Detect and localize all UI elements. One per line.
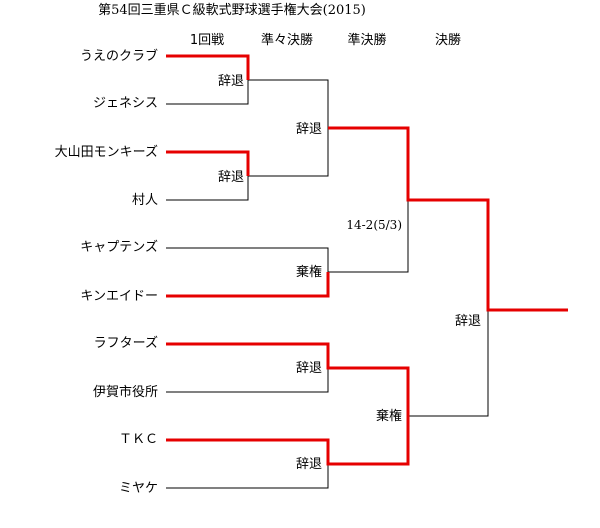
round-header-sf: 準決勝 <box>347 32 386 48</box>
winner-line-uenoclub-r1 <box>166 54 250 80</box>
winner-line-oyamada <box>166 150 250 176</box>
team-name: ミヤケ <box>119 481 158 496</box>
team-name: キンエイドー <box>80 289 158 304</box>
result-label: 辞退 <box>296 457 322 472</box>
bracket-line-miyake <box>166 464 329 489</box>
result-label: 棄権 <box>296 264 322 280</box>
winner-line-tkc <box>166 416 410 466</box>
team-name: ラフターズ <box>94 335 158 351</box>
team-name: ジェネシス <box>93 96 158 111</box>
winner-line-champion-path <box>328 126 568 312</box>
bracket-line-iga <box>166 368 329 393</box>
result-label: 棄権 <box>376 408 402 424</box>
bracket-line-captains <box>166 247 329 272</box>
bracket-line-qf1-bottom <box>248 128 329 177</box>
round-header-qf: 準々決勝 <box>261 32 313 48</box>
winner-line-kineido <box>166 272 330 298</box>
result-label: 辞退 <box>296 361 322 376</box>
bracket-line-genesis <box>166 80 249 105</box>
team-name: 村人 <box>132 193 158 208</box>
result-label: 辞退 <box>455 314 481 329</box>
bracket-line-sf1-bottom <box>328 200 409 273</box>
result-label: 辞退 <box>218 74 244 89</box>
bracket-line-murabito <box>166 176 249 201</box>
result-label: 辞退 <box>218 170 244 185</box>
bracket-line-final-bottom <box>408 310 489 417</box>
bracket-line-qf1-top <box>248 79 329 128</box>
team-name: うえのクラブ <box>80 48 158 64</box>
winner-line-laughters <box>166 342 410 416</box>
team-name: 伊賀市役所 <box>93 384 158 400</box>
result-label: 辞退 <box>296 122 322 137</box>
team-name: キャプテンズ <box>80 239 158 255</box>
team-name: ＴＫＣ <box>119 432 158 447</box>
team-name: 大山田モンキーズ <box>55 144 158 160</box>
score-label: 14-2(5/3) <box>346 218 402 232</box>
round-header-r1: 1回戦 <box>190 33 224 48</box>
page-title: 第54回三重県Ｃ級軟式野球選手権大会(2015) <box>98 2 366 18</box>
round-header-final: 決勝 <box>435 33 461 48</box>
